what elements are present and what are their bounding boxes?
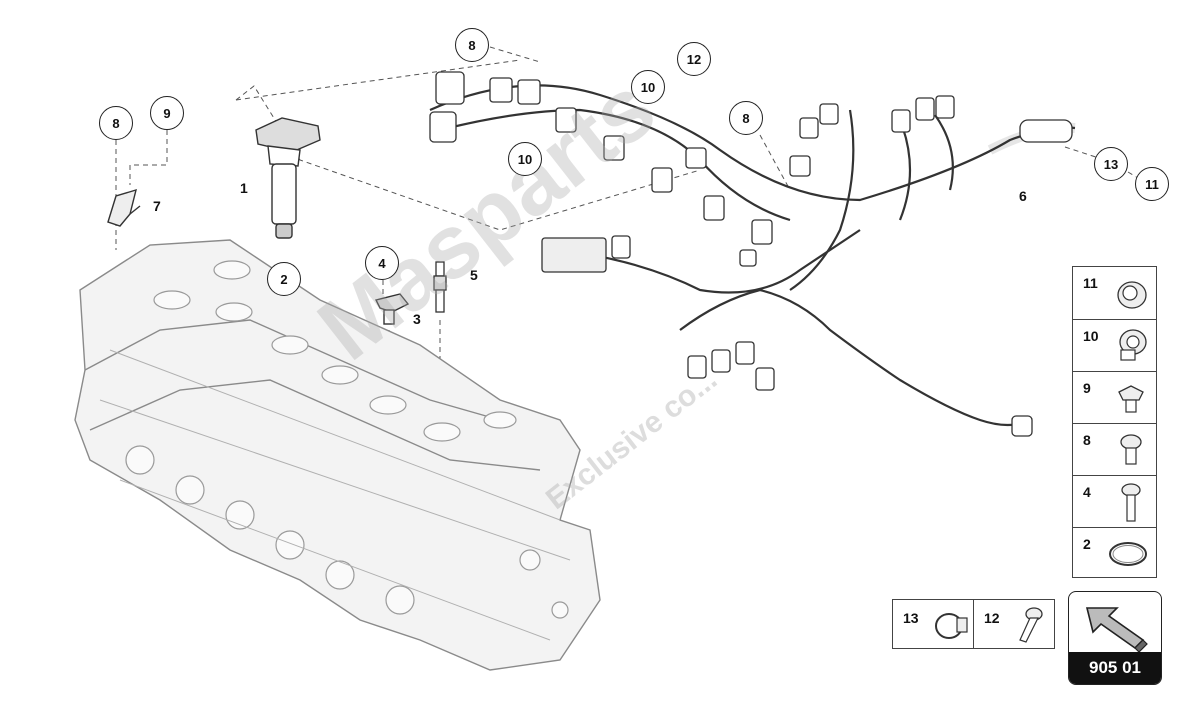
legend-row-10[interactable]: 10 xyxy=(1073,319,1156,371)
part-label-6: 6 xyxy=(1019,188,1027,204)
legend-number: 9 xyxy=(1083,380,1091,396)
bolt-long-icon xyxy=(1121,483,1141,522)
callout-13[interactable]: 13 xyxy=(1094,147,1128,181)
callout-8-bracket[interactable]: 8 xyxy=(99,106,133,140)
legend-row-11[interactable]: 11 xyxy=(1073,267,1156,319)
clip-grommet-icon xyxy=(1119,329,1147,361)
o-ring-icon xyxy=(1109,542,1147,566)
legend-number: 12 xyxy=(984,610,1000,626)
callout-2[interactable]: 2 xyxy=(267,262,301,296)
part-label-3: 3 xyxy=(413,311,421,327)
callout-8-harness-left[interactable]: 8 xyxy=(455,28,489,62)
callout-4[interactable]: 4 xyxy=(365,246,399,280)
legend-row-8[interactable]: 8 xyxy=(1073,423,1156,475)
callout-12[interactable]: 12 xyxy=(677,42,711,76)
callout-11[interactable]: 11 xyxy=(1135,167,1169,201)
legend-number: 10 xyxy=(1083,328,1099,344)
part-label-5: 5 xyxy=(470,267,478,283)
part-label-1: 1 xyxy=(240,180,248,196)
legend-number: 11 xyxy=(1083,275,1098,291)
reference-code: 905 01 xyxy=(1069,652,1161,684)
bolt-short-icon xyxy=(1120,434,1142,465)
legend-column: 11 10 9 8 xyxy=(1072,266,1157,578)
screw-icon xyxy=(1019,607,1043,643)
grommet-icon xyxy=(1117,281,1147,309)
legend-cell-13[interactable]: 13 xyxy=(893,600,974,648)
reference-navigation-box[interactable]: 905 01 xyxy=(1068,591,1162,685)
legend-row-9[interactable]: 9 xyxy=(1073,371,1156,423)
legend-number: 13 xyxy=(903,610,919,626)
callout-9[interactable]: 9 xyxy=(150,96,184,130)
push-clip-icon xyxy=(1118,385,1144,413)
legend-bottom: 13 12 xyxy=(892,599,1055,649)
legend-cell-12[interactable]: 12 xyxy=(974,600,1056,648)
legend-number: 4 xyxy=(1083,484,1091,500)
callout-10-top[interactable]: 10 xyxy=(631,70,665,104)
legend-number: 2 xyxy=(1083,536,1091,552)
legend-row-4[interactable]: 4 xyxy=(1073,475,1156,527)
arrow-icon xyxy=(1085,607,1148,652)
callout-10-left[interactable]: 10 xyxy=(508,142,542,176)
legend-row-2[interactable]: 2 xyxy=(1073,527,1156,579)
callout-8-harness-mid[interactable]: 8 xyxy=(729,101,763,135)
part-label-7: 7 xyxy=(153,198,161,214)
hose-clamp-icon xyxy=(935,613,968,639)
legend-number: 8 xyxy=(1083,432,1091,448)
